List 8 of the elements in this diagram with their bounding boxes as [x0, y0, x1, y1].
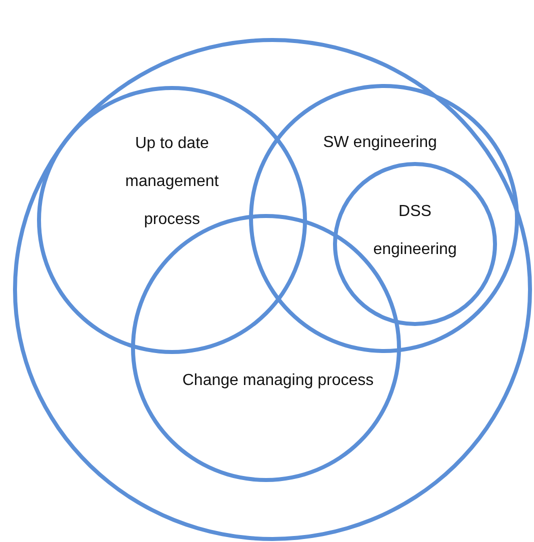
set-label: Up to date management process: [124, 134, 220, 230]
circle: [13, 38, 532, 541]
set-label: SW engineering: [322, 133, 438, 153]
set-label: Change managing process: [181, 371, 375, 391]
set-label: DSS engineering: [372, 202, 458, 260]
circle: [333, 162, 497, 326]
circle: [37, 86, 307, 354]
circle: [249, 84, 519, 353]
